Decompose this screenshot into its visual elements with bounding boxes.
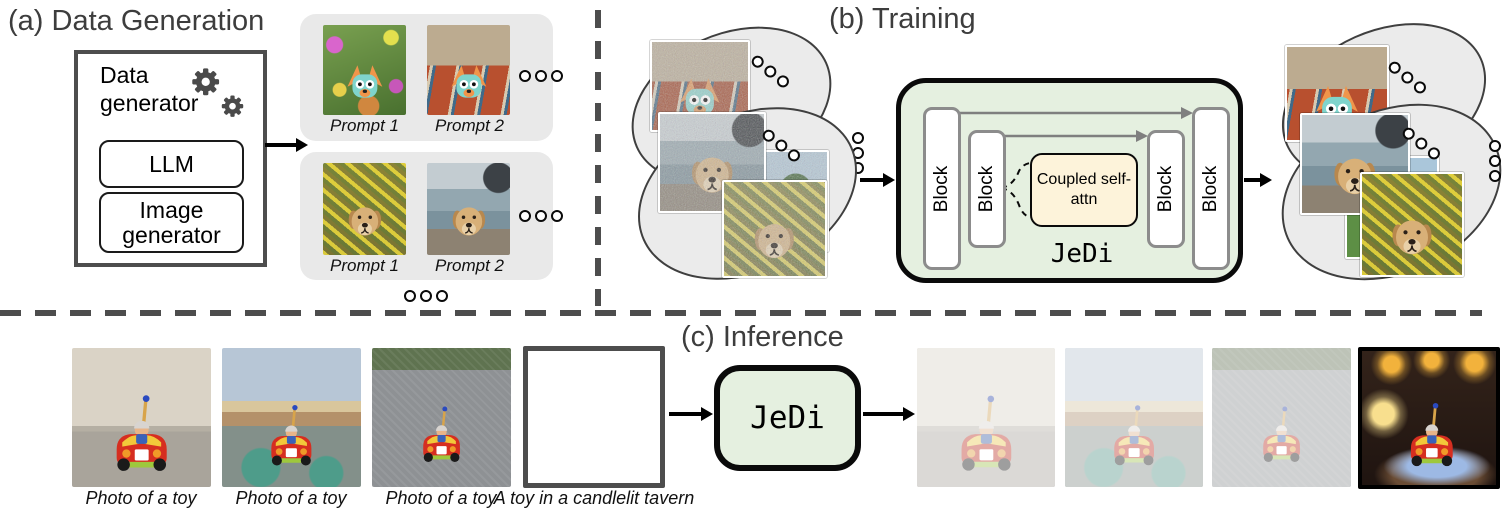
unet-block-2: Block — [968, 130, 1006, 248]
skip-connection-arrows — [957, 107, 1193, 218]
sample-image-toy-dog-rug — [427, 25, 510, 115]
prompt-caption: Prompt 2 — [435, 116, 504, 136]
more-dots — [519, 210, 563, 222]
prompt-card-dog: Prompt 1 Prompt 2 — [300, 152, 563, 280]
llm-module: LLM — [99, 140, 244, 188]
noisy-image-dog-coast — [658, 112, 766, 213]
noisy-image-dog-yellow — [722, 180, 827, 278]
panel-b-title: (b) Training — [829, 3, 976, 35]
sample-image-dog-coast — [427, 163, 510, 255]
data-generator-label: Data generator — [100, 62, 199, 116]
inference-caption-3: Photo of a toy — [385, 488, 497, 508]
unet-block-4: Block — [1192, 107, 1230, 270]
jedi-model-box: Block Block Coupled self-attn Block Bloc… — [896, 78, 1243, 283]
arrow-generator-to-cards — [265, 143, 297, 147]
jedi-inference-box: JeDi — [714, 365, 861, 471]
prompt-caption: Prompt 1 — [330, 256, 399, 276]
output-image-2 — [1065, 348, 1203, 487]
text-prompt-box — [523, 346, 665, 488]
output-image-tavern — [1358, 347, 1500, 489]
panel-c-title: (c) Inference — [681, 321, 844, 353]
sample-image-dog-yellow-flowers — [323, 163, 406, 255]
jedi-label: JeDi — [1050, 239, 1114, 269]
inference-caption-prompt: A toy in a candlelit tavern — [493, 488, 695, 508]
more-cards-dots — [404, 290, 448, 302]
gears-icon — [192, 68, 244, 117]
arrow-into-inference-model — [669, 412, 702, 416]
inference-caption-2: Photo of a toy — [235, 488, 347, 508]
data-generator-box: Data generator LLM Image generator — [74, 50, 267, 267]
more-stacks-dots — [1489, 140, 1501, 182]
panel-a-title: (a) Data Generation — [8, 5, 265, 37]
unet-block-1: Block — [923, 107, 961, 270]
clean-image-dog-yellow — [1360, 172, 1464, 277]
separator-vertical — [595, 10, 601, 306]
arrow-out-of-inference-model — [863, 412, 904, 416]
inference-input-image-2 — [222, 348, 361, 487]
prompt-caption: Prompt 1 — [330, 116, 399, 136]
prompt-card-toy-dog: Prompt 1 Prompt 2 — [300, 14, 563, 141]
inference-caption-1: Photo of a toy — [85, 488, 197, 508]
jedi-label: JeDi — [750, 400, 825, 436]
image-generator-module: Image generator — [99, 192, 244, 253]
arrow-into-training-model — [860, 178, 884, 182]
prompt-caption: Prompt 2 — [435, 256, 504, 276]
unet-block-3: Block — [1147, 130, 1185, 248]
more-dots — [519, 70, 563, 82]
inference-input-image-3 — [372, 348, 511, 487]
inference-input-image-1 — [72, 348, 211, 487]
coupled-self-attn-box: Coupled self-attn — [1030, 153, 1138, 227]
separator-horizontal — [0, 310, 1482, 316]
arrow-out-of-training-model — [1244, 178, 1261, 182]
output-image-1 — [917, 348, 1055, 487]
output-image-3 — [1212, 348, 1351, 487]
sample-image-toy-dog-garden — [323, 25, 406, 115]
